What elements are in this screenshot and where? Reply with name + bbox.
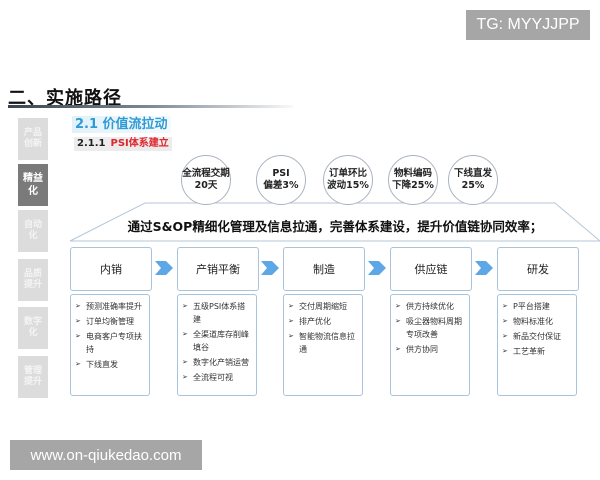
list-item: 预测准确率提升 <box>75 300 145 313</box>
stage-header-domestic-sales[interactable]: 内销 <box>70 247 152 291</box>
sidebar-item-automation[interactable]: 自动化 <box>18 210 48 252</box>
watermark-top-right: TG: MYYJJPP <box>466 10 590 40</box>
stage-title: 研发 <box>527 263 549 276</box>
watermark-bottom-left: www.on-qiukedao.com <box>10 440 202 470</box>
list-item: P平台搭建 <box>502 300 572 313</box>
list-item: 物料标准化 <box>502 315 572 328</box>
list-item: 全流程可视 <box>182 371 252 384</box>
stage-body-manufacturing: 交付周期缩短 排产优化 智能物流信息拉通 <box>283 294 363 396</box>
stage-header-production-sales-balance[interactable]: 产销平衡 <box>177 247 259 291</box>
section-title: 2.1 价值流拉动 <box>72 116 171 133</box>
kpi-line1: 全流程交期 <box>182 168 230 179</box>
kpi-circle-psi: PSI 偏差3% <box>256 155 306 205</box>
chevron-right-icon <box>475 261 493 275</box>
list-item: 智能物流信息拉通 <box>288 330 358 356</box>
list-item: 工艺革新 <box>502 345 572 358</box>
sidebar-item-management[interactable]: 管理提升 <box>18 356 48 398</box>
chevron-right-icon <box>261 261 279 275</box>
stage-header-supply-chain[interactable]: 供应链 <box>390 247 472 291</box>
list-item: 下线直发 <box>75 358 145 371</box>
sidebar-item-product-innovation[interactable]: 产品创新 <box>18 118 48 160</box>
kpi-circle-material-code: 物料编码 下降25% <box>388 155 438 205</box>
list-item: 吸尘器物料周期专项改善 <box>395 315 465 341</box>
sidebar-item-label: 品质提升 <box>23 269 42 290</box>
banner-statement: 通过S&OP精细化管理及信息拉通，完善体系建设，提升价值链协同效率； <box>127 219 543 234</box>
kpi-line1: PSI <box>272 168 290 179</box>
stage-body-production-sales-balance: 五级PSI体系搭建 全渠道库存削峰填谷 数字化产销运营 全流程可视 <box>177 294 257 396</box>
kpi-line1: 订单环比 <box>328 168 367 179</box>
stage-body-supply-chain: 供方持续优化 吸尘器物料周期专项改善 供方协同 <box>390 294 470 396</box>
sidebar-item-digitalization[interactable]: 数字化 <box>18 307 48 349</box>
kpi-circle-direct-ship: 下线直发 25% <box>448 155 498 205</box>
list-item: 数字化产销运营 <box>182 356 252 369</box>
kpi-line2: 偏差3% <box>263 180 299 191</box>
chevron-right-icon <box>155 261 173 275</box>
kpi-line2: 下降25% <box>392 180 434 191</box>
stage-title: 制造 <box>313 263 335 276</box>
sidebar-item-lean[interactable]: 精益化 <box>18 164 48 206</box>
chevron-right-icon <box>368 261 386 275</box>
stage-header-rnd[interactable]: 研发 <box>497 247 579 291</box>
kpi-line1: 下线直发 <box>453 168 492 179</box>
sidebar-item-quality[interactable]: 品质提升 <box>18 259 48 301</box>
sidebar-item-label: 产品创新 <box>23 128 42 149</box>
subsection-label: PSI体系建立 <box>110 138 169 149</box>
list-item: 五级PSI体系搭建 <box>182 300 252 326</box>
list-item: 供方协同 <box>395 343 465 356</box>
list-item: 供方持续优化 <box>395 300 465 313</box>
kpi-circle-order-fluctuation: 订单环比 波动15% <box>323 155 373 205</box>
kpi-circle-lead-time: 全流程交期 20天 <box>181 155 231 205</box>
kpi-line2: 20天 <box>194 180 218 191</box>
stage-title: 内销 <box>100 263 122 276</box>
page-title: 二、实施路径 <box>8 88 122 109</box>
kpi-line2: 波动15% <box>327 180 369 191</box>
sidebar-item-label: 数字化 <box>23 317 42 338</box>
list-item: 新品交付保证 <box>502 330 572 343</box>
stage-title: 供应链 <box>414 263 448 276</box>
list-item: 交付周期缩短 <box>288 300 358 313</box>
list-item: 排产优化 <box>288 315 358 328</box>
stage-body-rnd: P平台搭建 物料标准化 新品交付保证 工艺革新 <box>497 294 577 396</box>
subsection-title: 2.1.1 PSI体系建立 <box>74 137 172 151</box>
kpi-line1: 物料编码 <box>393 168 432 179</box>
list-item: 电商客户专项扶持 <box>75 330 145 356</box>
subsection-number: 2.1.1 <box>77 138 106 149</box>
stage-header-manufacturing[interactable]: 制造 <box>283 247 365 291</box>
stage-title: 产销平衡 <box>196 263 240 276</box>
sidebar-item-label: 管理提升 <box>23 366 42 387</box>
title-underline <box>8 105 293 108</box>
sidebar-item-label: 自动化 <box>23 220 42 241</box>
sidebar-item-label: 精益化 <box>23 173 43 197</box>
list-item: 订单均衡管理 <box>75 315 145 328</box>
kpi-line2: 25% <box>461 180 485 191</box>
stage-body-domestic-sales: 预测准确率提升 订单均衡管理 电商客户专项扶持 下线直发 <box>70 294 150 396</box>
list-item: 全渠道库存削峰填谷 <box>182 328 252 354</box>
